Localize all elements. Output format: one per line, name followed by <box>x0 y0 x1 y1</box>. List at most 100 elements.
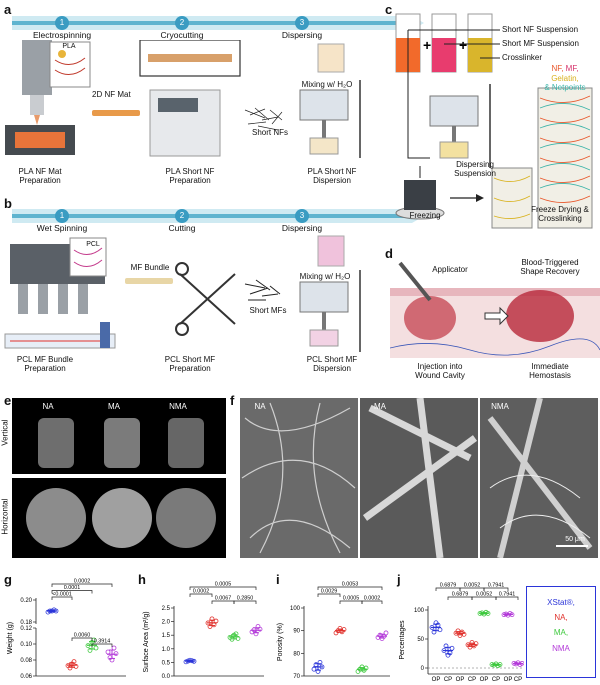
sig-bracket <box>91 643 113 647</box>
p-value-label: 0.0052 <box>476 592 493 598</box>
sig-bracket <box>51 596 73 600</box>
f-col-ma: MA <box>374 402 386 411</box>
g-series-3-point <box>105 649 111 655</box>
d-shape-recovery: Blood-Triggered Shape Recovery <box>520 258 580 277</box>
panel-c-illustration: ++ <box>395 13 593 229</box>
y-tick-label: 0.06 <box>20 674 32 680</box>
i-series-0-point <box>315 669 321 674</box>
j-series-3-op-point <box>509 612 515 618</box>
j-series-0-cp-point <box>447 650 453 656</box>
p-value-label: 0.0001 <box>64 585 81 591</box>
h-series-1-point <box>211 622 217 628</box>
i-series-1-point <box>341 627 347 632</box>
e-col-nma: NMA <box>169 402 187 411</box>
caption-a3: PLA Short NF Dispersion <box>307 167 357 186</box>
p-value-label: 0.0002 <box>193 589 210 595</box>
j-series-0-cp-point <box>441 648 447 653</box>
p-value-label: 0.0005 <box>343 596 360 602</box>
y-axis-label: Percentages <box>399 620 406 660</box>
panel-label-h: h <box>138 572 146 587</box>
x-tick-label: OP <box>480 677 489 683</box>
c-freezing: Freezing <box>409 211 441 220</box>
sig-bracket <box>495 596 519 600</box>
p-value-label: 0.0002 <box>364 596 381 602</box>
g-series-0-point <box>53 608 59 614</box>
panel-label-d: d <box>385 246 393 261</box>
j-series-0-op-point <box>437 627 443 633</box>
step-a2-label: Cryocutting <box>160 30 204 40</box>
sig-bracket <box>189 593 213 597</box>
y-tick-label: 90 <box>293 629 300 635</box>
panel-e-microct <box>12 398 226 558</box>
sig-bracket <box>189 586 257 590</box>
y-tick-label: 70 <box>293 674 300 680</box>
d-applicator: Applicator <box>432 265 468 274</box>
i-series-0-point <box>317 660 323 665</box>
y-tick-label: 50 <box>417 637 424 643</box>
step-b3-label: Dispersing <box>281 223 323 233</box>
x-tick-label: OP <box>504 677 513 683</box>
h-series-1-point <box>213 618 219 624</box>
y-axis-label: Porosity (%) <box>277 623 284 661</box>
y-tick-label: 0.5 <box>162 660 171 666</box>
d-hemostasis: Immediate Hemostasis <box>529 362 571 381</box>
panel-a-step-arrow <box>12 16 424 30</box>
i-series-3-point <box>383 630 389 636</box>
j-series-2-cp-point <box>497 662 503 667</box>
panel-label-e: e <box>4 393 12 408</box>
panel-b-illustration <box>4 235 361 352</box>
g-series-3-point <box>109 657 115 663</box>
g-series-2-point <box>87 648 93 653</box>
x-tick-label: CP <box>492 677 500 683</box>
sig-bracket <box>483 587 509 591</box>
p-value-label: 0.7941 <box>488 583 505 589</box>
j-series-2-op-point <box>485 611 491 616</box>
c-legend-gelatin: Gelatin, <box>551 73 579 83</box>
h-series-0-point <box>189 658 195 664</box>
e-col-na: NA <box>42 402 54 411</box>
y-tick-label: 0.08 <box>20 658 32 664</box>
j-series-1-op-point <box>461 631 467 637</box>
caption-a2: PLA Short NF Preparation <box>165 167 215 186</box>
x-tick-label: CP <box>468 677 476 683</box>
pcl-tag: PCL <box>86 241 100 248</box>
j-series-1-cp-point <box>473 641 479 647</box>
panel-label-b: b <box>4 196 12 211</box>
h-series-2-point <box>229 636 235 642</box>
sig-bracket <box>317 586 383 590</box>
y-tick-label: 0 <box>421 666 425 672</box>
c-legend-nf: NF, <box>551 64 564 73</box>
c-label-mf: Short MF Suspension <box>502 39 579 48</box>
x-tick-label: CP <box>514 677 522 683</box>
step-a1-label: Electrospinning <box>32 30 92 40</box>
legend-ma: MA, <box>553 628 569 638</box>
x-tick-label: OP <box>456 677 465 683</box>
e-col-ma: MA <box>108 402 120 411</box>
caption-b3: PCL Short MF Dispersion <box>306 355 358 374</box>
step-b3-num: 3 <box>299 211 305 220</box>
i-series-3-point <box>381 633 387 639</box>
c-dispersing: Dispersing Suspension <box>454 160 496 179</box>
sig-bracket <box>51 583 113 587</box>
i-series-0-point <box>319 664 325 670</box>
p-value-label: 0.3914 <box>94 639 111 645</box>
pla-tag: PLA <box>62 43 76 50</box>
mixing-label-b: Mixing w/ H₂O <box>299 272 351 281</box>
legend-nma: NMA <box>552 643 570 653</box>
e-row-vertical: Vertical <box>0 419 10 446</box>
c-legend: NF, MF, Gelatin, & Netpoints <box>530 64 600 93</box>
p-value-label: 0.0052 <box>464 583 481 589</box>
i-series-2-point <box>363 665 369 671</box>
sig-bracket <box>233 600 257 604</box>
j-series-0-op-point <box>431 629 437 635</box>
step-b1-label: Wet Spinning <box>36 223 88 233</box>
h-series-1-point <box>209 616 215 622</box>
panel-label-j: j <box>397 572 401 587</box>
panel-label-f: f <box>230 393 235 408</box>
bundle-label: MF Bundle <box>130 263 170 272</box>
y-axis-label: Surface Area (m²/g) <box>143 611 150 672</box>
legend-xstat: XStat®, <box>547 598 575 607</box>
j-series-0-op-point <box>429 625 435 630</box>
p-value-label: 0.0060 <box>74 633 91 639</box>
